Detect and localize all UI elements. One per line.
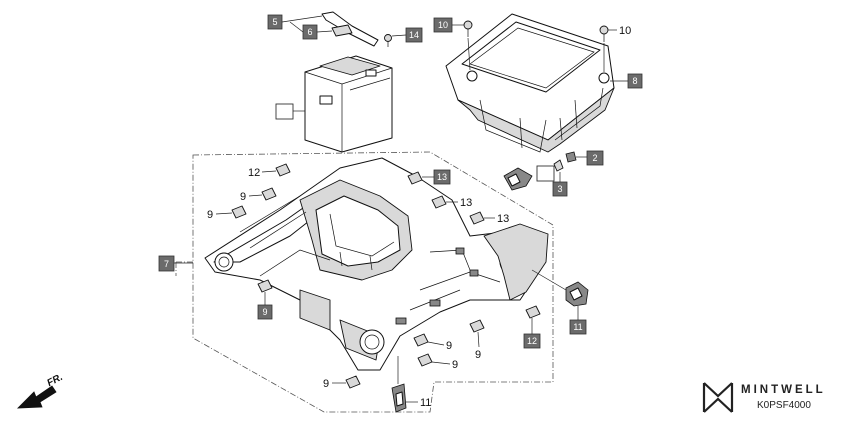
clamp-11-bottom [391, 383, 407, 413]
callout-13b-label: 13 [460, 197, 472, 209]
brand-name: MINTWELL [741, 384, 826, 396]
callout-9a-label: 9 [240, 191, 246, 203]
assembly-outline [175, 151, 554, 413]
callout-6-group: 6 [289, 21, 333, 40]
callout-9b-label: 9 [207, 209, 213, 221]
callout-6-label: 6 [307, 27, 312, 37]
callout-9f-label: 9 [323, 378, 329, 390]
diagram-code: K0PSF4000 [757, 400, 811, 411]
callout-11a-label: 11 [573, 322, 582, 332]
callout-7-label: 7 [164, 259, 169, 269]
clip-nut-9d [413, 333, 429, 347]
clip-nut-13c [469, 211, 485, 225]
connector [503, 167, 533, 191]
battery-tray [204, 157, 549, 371]
clip-nut-9b [231, 205, 247, 219]
callout-5-group: 5 [267, 14, 323, 30]
bolt-14 [384, 34, 392, 47]
callout-3-label: 3 [557, 184, 562, 194]
callout-12b-label: 12 [527, 336, 537, 346]
clip-part-3 [553, 159, 564, 172]
screw-10-left [463, 20, 473, 71]
callout-9c-label: 9 [446, 340, 452, 352]
battery-callout-box [275, 103, 294, 120]
clip-nut-9c [257, 279, 273, 293]
callout-9d-label: 9 [452, 359, 458, 371]
callout-14-label: 14 [409, 30, 419, 40]
brand-logo-icon [702, 382, 734, 413]
callout-8-label: 8 [632, 76, 637, 86]
clamp-11-right [565, 281, 589, 307]
callout-11b-label: 11 [420, 397, 431, 409]
screw-10-right [599, 25, 609, 72]
callout-10b-label: 10 [619, 25, 631, 37]
clip-nut-9a [261, 187, 277, 201]
clip-part-2 [565, 151, 577, 163]
front-direction-arrow-icon [16, 385, 57, 409]
clip-nut-9e [417, 353, 433, 367]
connector-callout-box [536, 165, 555, 182]
clip-nut-13a [407, 171, 423, 185]
callout-13c-label: 13 [497, 213, 509, 225]
clip-nut-9f [469, 319, 485, 333]
callout-9-box-label: 9 [262, 307, 267, 317]
clip-nut-12b [525, 305, 541, 319]
clip-nut-12a [275, 163, 291, 177]
clip-nut-9g [345, 375, 361, 389]
callout-2-label: 2 [592, 153, 597, 163]
callout-5-label: 5 [272, 17, 277, 27]
callout-12a-label: 12 [248, 167, 260, 179]
callout-13a-label: 13 [437, 172, 447, 182]
battery-cover [445, 13, 615, 153]
callout-10a-label: 10 [438, 20, 448, 30]
battery-stay [321, 11, 379, 47]
battery [304, 55, 393, 153]
clip-nut-13b [431, 195, 447, 209]
callout-9e-label: 9 [475, 349, 481, 361]
